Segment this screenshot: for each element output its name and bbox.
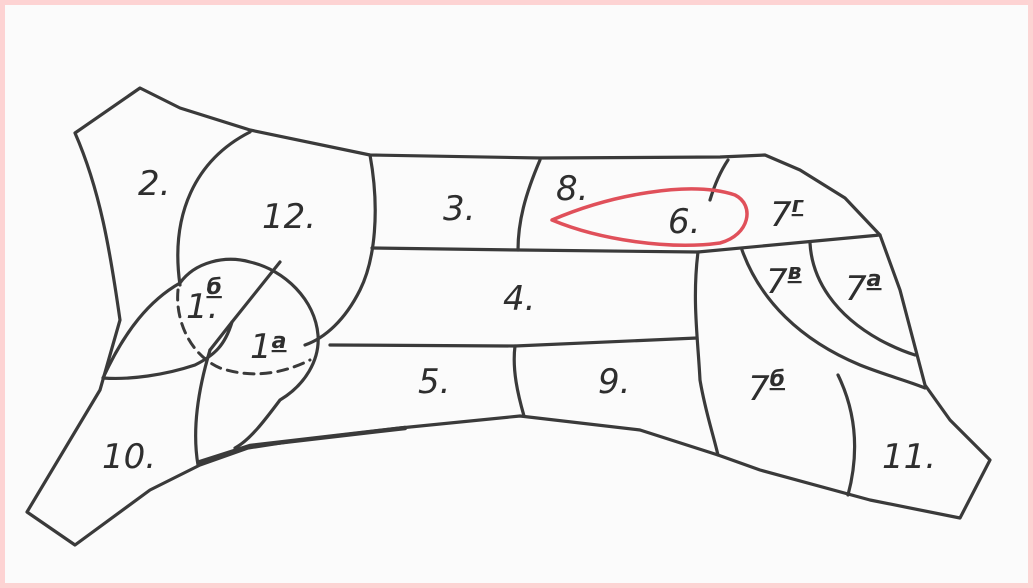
label-region-1b: 1.б [186,275,222,327]
cut-line-3-4 [372,235,880,252]
label-region-6: 6. [668,202,700,242]
label-region-1a: 1а [250,327,287,367]
cut-line-5-9 [514,346,524,416]
cut-line-4-7 [695,252,718,455]
label-region-10: 10. [102,437,156,477]
label-region-3: 3. [443,189,475,229]
cut-line-1b-lower [103,283,180,378]
label-region-9: 9. [598,362,630,402]
cut-line-3-8 [518,160,540,250]
label-region-2: 2. [138,164,170,204]
cut-line-7b-11 [838,375,855,495]
bottom-bold-line [200,428,405,462]
label-region-5: 5. [418,362,450,402]
label-region-4: 4. [503,279,535,319]
label-region-11: 11. [882,437,936,477]
label-region-7b: 7б [748,367,785,409]
label-region-7v: 7в [766,260,802,302]
cut-line-10-upper [103,322,232,378]
label-region-7a: 7а [845,267,882,309]
label-region-8: 8. [556,169,588,209]
label-region-7g: 7г [770,193,805,235]
cut-line-10-1a [196,350,210,465]
cut-line-4-5 [330,338,697,346]
label-region-12: 12. [262,197,316,237]
